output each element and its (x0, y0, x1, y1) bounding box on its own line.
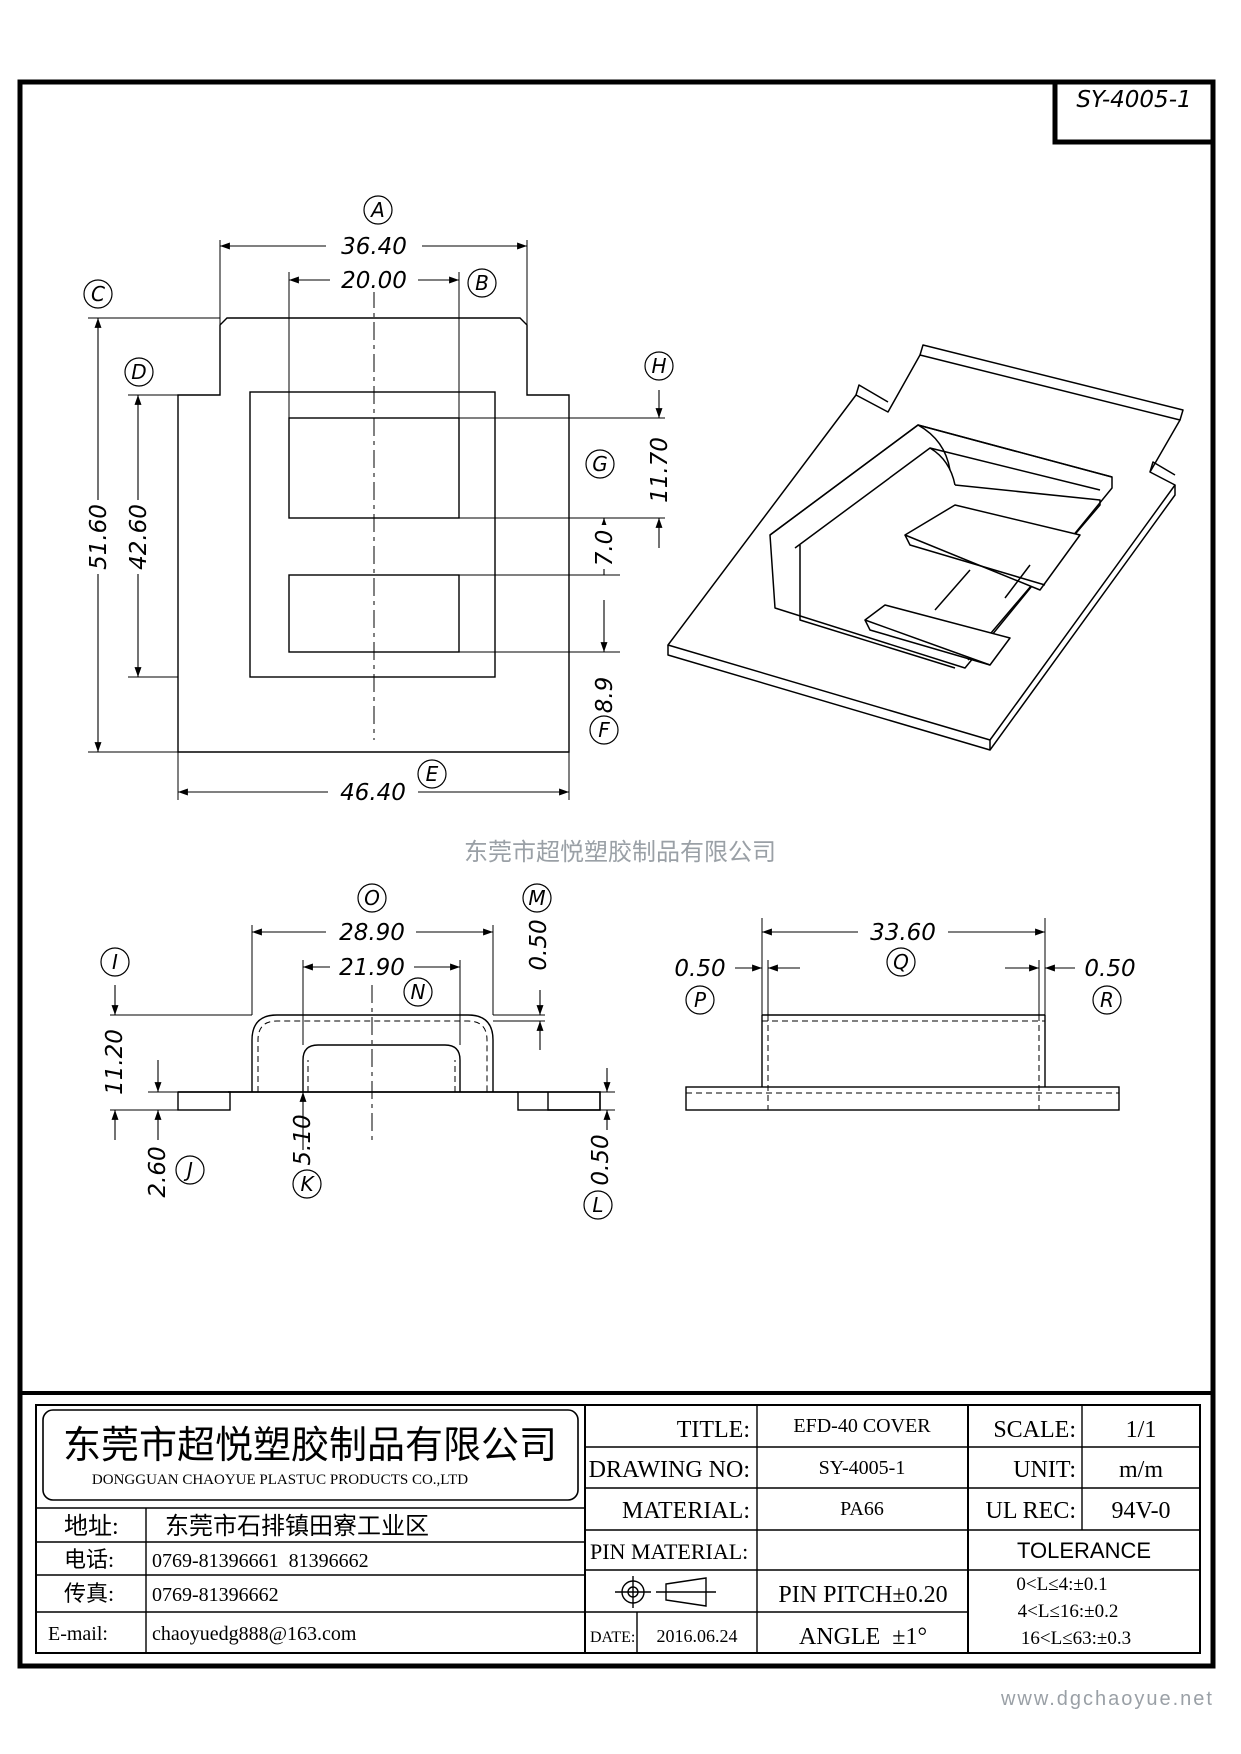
angle-tolerance: ANGLE ±1° (799, 1624, 927, 1650)
label-k: K (300, 1172, 315, 1196)
side-view (685, 918, 1120, 1111)
dim-left-0-50: 0.50 (674, 956, 725, 982)
dim-11-20: 11.20 (102, 1029, 128, 1095)
front-view (110, 925, 615, 1150)
dim-51-60: 51.60 (86, 504, 112, 570)
unit-label: UNIT: (1013, 1457, 1076, 1483)
material-value: PA66 (840, 1498, 884, 1520)
dim-base-0-50: 0.50 (588, 1134, 614, 1185)
scale-label: SCALE: (993, 1417, 1076, 1443)
dim-42-60: 42.60 (126, 504, 152, 570)
dim-20-00: 20.00 (341, 268, 407, 294)
material-label: MATERIAL: (622, 1498, 750, 1524)
dim-11-70: 11.70 (647, 437, 673, 503)
label-h: H (651, 354, 666, 378)
isometric-view (667, 344, 1184, 751)
email-label: E-mail: (48, 1623, 108, 1645)
side-view-dimensions: 33.60 0.50 0.50 (674, 920, 1136, 982)
dim-33-60: 33.60 (870, 920, 936, 946)
label-m: M (528, 886, 545, 910)
label-g: G (592, 452, 608, 476)
company-name-en: DONGGUAN CHAOYUE PLASTUC PRODUCTS CO.,LT… (92, 1472, 468, 1488)
label-o: O (364, 886, 380, 910)
tolerance-3: 16<L≤63:±0.3 (1021, 1628, 1131, 1649)
phone-label: 电话: (64, 1547, 114, 1572)
fax-value: 0769-81396662 (152, 1584, 279, 1606)
scale-value: 1/1 (1126, 1417, 1157, 1443)
pin-material-label: PIN MATERIAL: (590, 1539, 748, 1564)
footer-url: www.dgchaoyue.net (1000, 1688, 1214, 1710)
tolerance-1: 0<L≤4:±0.1 (1016, 1574, 1107, 1595)
top-view-inner-frame (249, 391, 496, 678)
dim-7-0: 7.0 (592, 530, 618, 567)
dim-wall-0-50: 0.50 (526, 919, 552, 970)
title-label: TITLE: (677, 1417, 750, 1443)
dim-5-10: 5.10 (290, 1114, 316, 1165)
phone-value: 0769-81396661 81396662 (152, 1550, 369, 1572)
drawing-no-label: DRAWING NO: (589, 1457, 750, 1483)
watermark-company: 东莞市超悦塑胶制品有限公司 (464, 839, 776, 866)
date-label: DATE: (590, 1629, 635, 1646)
front-view-labels: O M I N J K L (100, 883, 613, 1220)
projection-symbol-icon (615, 1576, 716, 1608)
company-name-cn: 东莞市超悦塑胶制品有限公司 (63, 1425, 557, 1467)
dim-2-60: 2.60 (145, 1146, 171, 1197)
side-view-labels: Q P R (685, 947, 1122, 1015)
label-e: E (426, 762, 439, 786)
label-n: N (411, 980, 426, 1004)
drawing-no-value: SY-4005-1 (819, 1457, 906, 1479)
sheet-border (17, 79, 1216, 1669)
label-r: R (1100, 988, 1114, 1012)
top-view-dimensions: 36.40 20.00 46.40 51.60 42.60 11.70 7.0 … (86, 234, 673, 806)
label-d: D (131, 360, 146, 384)
date-value: 2016.06.24 (657, 1626, 738, 1646)
top-view (88, 240, 665, 800)
top-view-labels: A B C D E F G H (83, 195, 674, 789)
label-l: L (592, 1193, 603, 1217)
dim-right-0-50: 0.50 (1084, 956, 1135, 982)
label-c: C (91, 282, 105, 306)
pin-pitch: PIN PITCH±0.20 (778, 1582, 947, 1608)
fax-label: 传真: (64, 1581, 114, 1606)
ul-rec-value: 94V-0 (1111, 1498, 1170, 1524)
drawing-number: SY-4005-1 (1076, 87, 1191, 113)
address-value: 东莞市石排镇田寮工业区 (165, 1513, 429, 1540)
dim-28-90: 28.90 (339, 920, 405, 946)
tolerance-2: 4<L≤16:±0.2 (1018, 1601, 1119, 1622)
label-b: B (475, 271, 489, 295)
unit-value: m/m (1119, 1457, 1163, 1483)
drawing-number-box: SY-4005-1 (1052, 79, 1216, 145)
label-a: A (369, 198, 385, 222)
label-i: I (112, 950, 118, 974)
dim-21-90: 21.90 (339, 955, 405, 981)
dim-8-9: 8.9 (592, 677, 618, 714)
label-q: Q (893, 950, 909, 974)
email-value: chaoyuedg888@163.com (152, 1623, 357, 1645)
label-p: P (694, 988, 707, 1012)
title-block: 东莞市超悦塑胶制品有限公司 DONGGUAN CHAOYUE PLASTUC P… (20, 1391, 1213, 1654)
title-value: EFD-40 COVER (793, 1415, 931, 1437)
address-label: 地址: (64, 1513, 119, 1540)
dim-46-40: 46.40 (340, 780, 406, 806)
front-view-dimensions: 28.90 21.90 0.50 11.20 2.60 5.10 0.50 (102, 919, 614, 1197)
ul-rec-label: UL REC: (986, 1498, 1076, 1524)
label-j: J (183, 1158, 193, 1182)
label-f: F (598, 718, 610, 742)
tolerance-label: TOLERANCE (1017, 1538, 1151, 1563)
dim-36-40: 36.40 (341, 234, 407, 260)
